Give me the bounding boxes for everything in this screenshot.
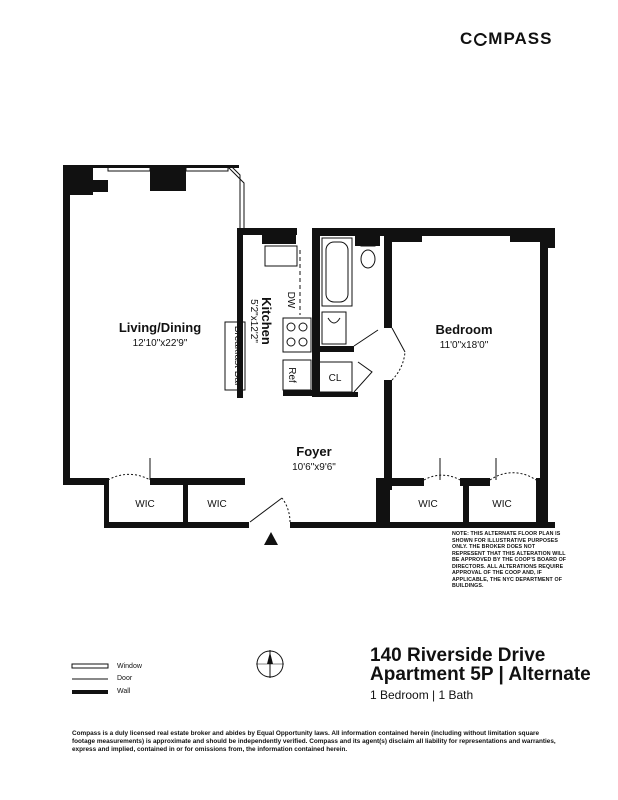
pier-top-mid <box>150 165 186 191</box>
wall-bath-top <box>312 228 392 236</box>
logo-text-left: C <box>460 29 474 48</box>
legend <box>71 663 109 694</box>
door-closet <box>353 361 373 393</box>
wall-kitchen-left <box>237 228 243 398</box>
room-label-foyer: Foyer <box>296 444 331 459</box>
walls <box>63 165 555 528</box>
logo-o-mark <box>474 32 489 46</box>
kitchen-top-pier <box>262 228 296 244</box>
wall-bedroom-left-lower <box>384 380 392 490</box>
bedroom-top-pier-left <box>392 228 422 242</box>
breakfast-bar <box>224 321 246 391</box>
label-wic-3: WIC <box>418 499 437 510</box>
bathtub-inner <box>325 241 349 303</box>
listing-summary: 1 Bedroom | 1 Bath <box>370 688 474 702</box>
label-wic-1: WIC <box>135 499 154 510</box>
door-wic3-arc <box>423 474 461 481</box>
pier-top-left-b <box>93 180 108 192</box>
wall-left <box>63 165 70 485</box>
legend-door-label: Door <box>117 675 133 682</box>
alteration-note: Note: This alternate floor plan is shown… <box>452 531 567 589</box>
label-dw: DW <box>285 292 296 309</box>
room-label-kitchen: Kitchen <box>259 297 274 345</box>
toilet <box>360 249 376 269</box>
wic-divider-right <box>463 478 469 528</box>
wic4-right-wall <box>536 478 548 528</box>
wall-bedroom-left-upper <box>384 228 392 328</box>
range <box>282 317 312 353</box>
burner-3 <box>286 337 296 347</box>
kitchen-counter-top <box>264 245 298 267</box>
legend-wall-label: Wall <box>117 688 131 695</box>
closet-cl <box>317 361 353 393</box>
legend-window-label: Window <box>117 663 142 670</box>
windows <box>107 166 511 235</box>
entry-arrow-icon <box>264 532 278 545</box>
wall-cl-bottom <box>312 392 358 397</box>
toilet-tank <box>360 237 376 247</box>
window-bedroom <box>421 229 511 235</box>
refrigerator <box>282 359 312 391</box>
door-bedroom <box>391 327 406 353</box>
wall-bath-bottom <box>318 346 354 352</box>
door-wic1-arc <box>107 473 151 481</box>
compass-rose-icon <box>256 650 284 678</box>
door-wic4-arc <box>489 472 537 481</box>
window-bay <box>227 166 245 228</box>
doors <box>107 327 537 523</box>
wall-bedroom-top <box>384 228 554 236</box>
pier-right <box>540 228 555 248</box>
room-label-living: Living/Dining <box>119 320 201 335</box>
listing-address: 140 Riverside Drive <box>370 645 546 666</box>
legal-footer: Compass is a duly licensed real estate b… <box>72 730 556 753</box>
sink <box>321 311 347 345</box>
door-bath <box>353 329 379 347</box>
wall-kitchen-bottom <box>283 390 313 396</box>
door-entry <box>249 497 283 523</box>
window-bay-inner <box>231 166 241 228</box>
bathtub <box>321 237 353 307</box>
room-dims-bedroom: 11'0"x18'0" <box>440 340 489 351</box>
door-entry-arc <box>281 497 291 523</box>
label-wic-2: WIC <box>207 499 226 510</box>
wall-foyer-right <box>376 478 390 528</box>
wic-divider <box>183 478 188 524</box>
wall-bath-left <box>312 232 320 397</box>
fixtures <box>224 237 376 393</box>
listing-unit: Apartment 5P | Alternate <box>370 664 591 685</box>
room-dims-foyer: 10'6"x9'6" <box>292 462 336 473</box>
room-dims-kitchen: 5'2"x12'2" <box>248 299 259 343</box>
window-living-1 <box>107 166 151 172</box>
wall-bottom-left <box>104 522 249 528</box>
legend-wall-swatch <box>72 690 108 694</box>
logo-text-right: MPASS <box>488 29 553 48</box>
label-cl: CL <box>329 373 342 384</box>
burner-1 <box>286 322 296 332</box>
wall-living-bottom-right <box>150 478 245 485</box>
sink-bowl <box>327 317 341 324</box>
bath-top-pier <box>355 228 380 246</box>
room-label-bedroom: Bedroom <box>435 322 492 337</box>
wall-bedroom-right <box>540 228 548 528</box>
window-living-2 <box>185 166 229 172</box>
burner-2 <box>298 322 308 332</box>
wall-bed-bottom-b <box>460 478 490 486</box>
room-dims-living: 12'10"x22'9" <box>133 338 188 349</box>
wic1-left-wall <box>104 478 109 528</box>
legend-window-swatch <box>71 663 109 669</box>
wall-bottom-right <box>290 522 555 528</box>
burner-4 <box>298 337 308 347</box>
door-bedroom-arc <box>391 351 406 381</box>
label-breakfast-bar: Breakfast Bar <box>232 326 243 387</box>
compass-logo: C MPASS <box>460 29 552 49</box>
wall-bed-bottom-a <box>384 478 424 486</box>
pier-top-left <box>63 165 93 195</box>
wall-living-bottom-left <box>63 478 108 485</box>
wall-top-living <box>63 165 239 168</box>
label-ref: Ref <box>286 367 297 383</box>
label-wic-4: WIC <box>492 499 511 510</box>
